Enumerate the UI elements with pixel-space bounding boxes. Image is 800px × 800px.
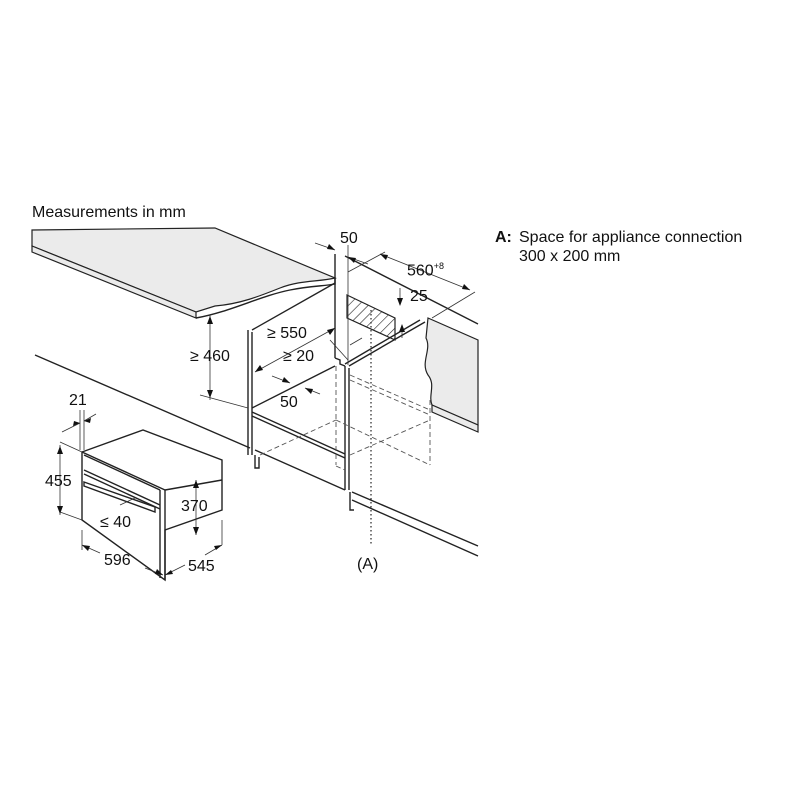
connection-space-a: [346, 294, 396, 545]
dim-appliance-depth: 545: [188, 558, 215, 575]
hidden-edges: [259, 366, 431, 471]
legend-size: 300 x 200 mm: [519, 248, 621, 265]
dim-niche-width: 560+8: [407, 262, 444, 279]
niche-cabinet: [247, 254, 426, 511]
dim-rear-gap: ≥ 20: [283, 348, 315, 365]
appliance: [81, 429, 223, 582]
dim-connection-offset: 25: [410, 288, 428, 305]
dim-appliance-height: 455: [45, 473, 72, 490]
dim-floor-gap: 50: [280, 394, 298, 411]
dim-niche-depth: ≥ 550: [267, 325, 307, 342]
dim-appliance-width: 596: [104, 552, 131, 569]
dim-front-depth: 21: [69, 392, 87, 409]
appliance-dimension-lines: [57, 410, 223, 576]
legend-description: Space for appliance connection: [519, 229, 743, 246]
diagram-title: Measurements in mm: [32, 204, 186, 221]
connection-marker: (A): [357, 556, 379, 573]
right-countertop: [344, 255, 479, 433]
dim-niche-width-tolerance: +8: [433, 261, 444, 271]
dim-niche-height: ≥ 460: [190, 348, 230, 365]
legend-key: A:: [495, 229, 512, 246]
dim-body-height: 370: [181, 498, 208, 515]
dimension-lines: [199, 242, 476, 409]
dim-handle-depth: ≤ 40: [100, 514, 132, 531]
dim-top-gap: 50: [340, 230, 358, 247]
dim-niche-width-value: 560: [407, 262, 434, 280]
floor-lines: [34, 354, 479, 557]
left-countertop: [31, 227, 337, 319]
